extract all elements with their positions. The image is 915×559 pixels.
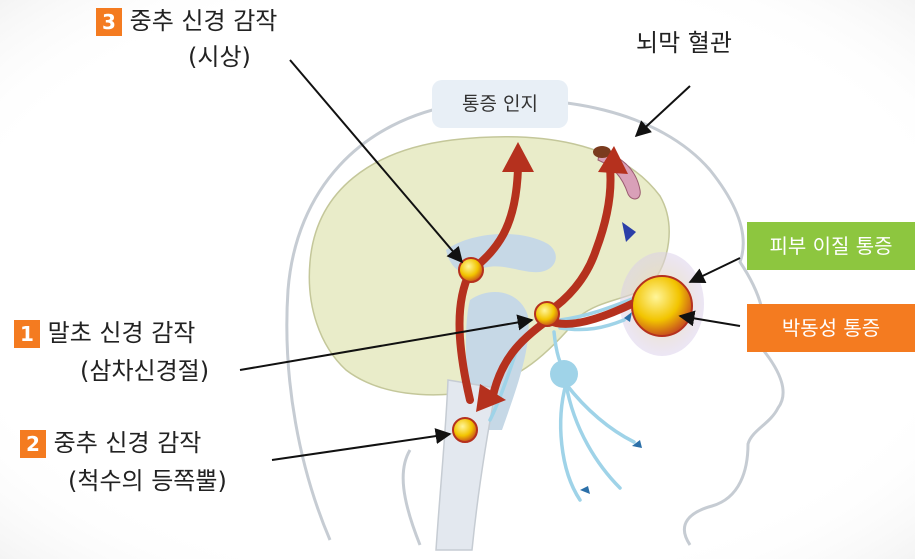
- allodynia-badge: 피부 이질 통증: [747, 222, 915, 270]
- node-eye: [632, 276, 692, 336]
- peripheral-sub: (삼차신경절): [80, 356, 209, 386]
- peripheral-sensitization-label: 1 말초 신경 감작: [14, 318, 195, 348]
- central-sensitization-thalamus-label: 3 중추 신경 감작: [96, 6, 277, 36]
- throbbing-pain-badge: 박동성 통증: [747, 304, 915, 352]
- central-thalamus-title: 중추 신경 감작: [130, 7, 278, 35]
- step-badge-2: 2: [20, 430, 46, 458]
- central-spinal-title: 중추 신경 감작: [54, 429, 202, 457]
- peripheral-title: 말초 신경 감작: [48, 319, 196, 347]
- node-dorsal-horn: [453, 418, 477, 442]
- central-thalamus-sub: (시상): [188, 42, 251, 72]
- node-thalamus: [459, 258, 483, 282]
- pain-perception-label: 통증 인지: [432, 80, 568, 128]
- central-spinal-sub: (척수의 등쪽뿔): [68, 466, 227, 496]
- step-badge-1: 1: [14, 320, 40, 348]
- node-trigeminal-ganglion: [535, 302, 559, 326]
- central-sensitization-spinal-label: 2 중추 신경 감작: [20, 428, 201, 458]
- step-badge-3: 3: [96, 8, 122, 36]
- meningeal-vessel-label: 뇌막 혈관: [636, 28, 732, 58]
